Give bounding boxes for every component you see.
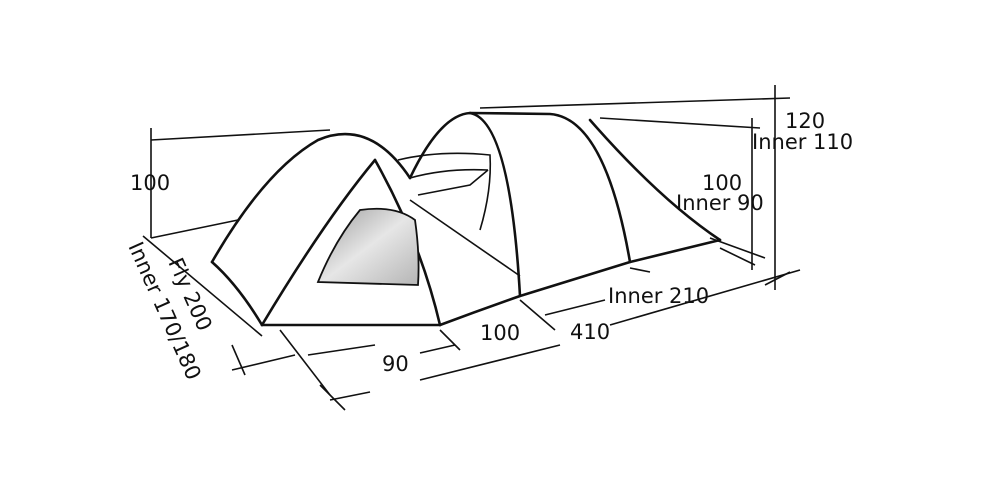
tent-outline (210, 111, 722, 327)
door-window (316, 207, 420, 286)
label-height-left: 100 (130, 171, 170, 195)
label-height-right: 100 (702, 171, 742, 195)
label-height-right-inner: Inner 90 (676, 191, 764, 215)
label-height-max: 120 (785, 109, 825, 133)
label-inner-length: Inner 210 (608, 284, 709, 308)
label-mid-length: 100 (480, 321, 520, 345)
label-height-max-inner: Inner 110 (752, 130, 853, 154)
label-total-length: 410 (570, 320, 610, 344)
label-front-length: 90 (382, 352, 409, 376)
dimension-lines (142, 85, 801, 411)
